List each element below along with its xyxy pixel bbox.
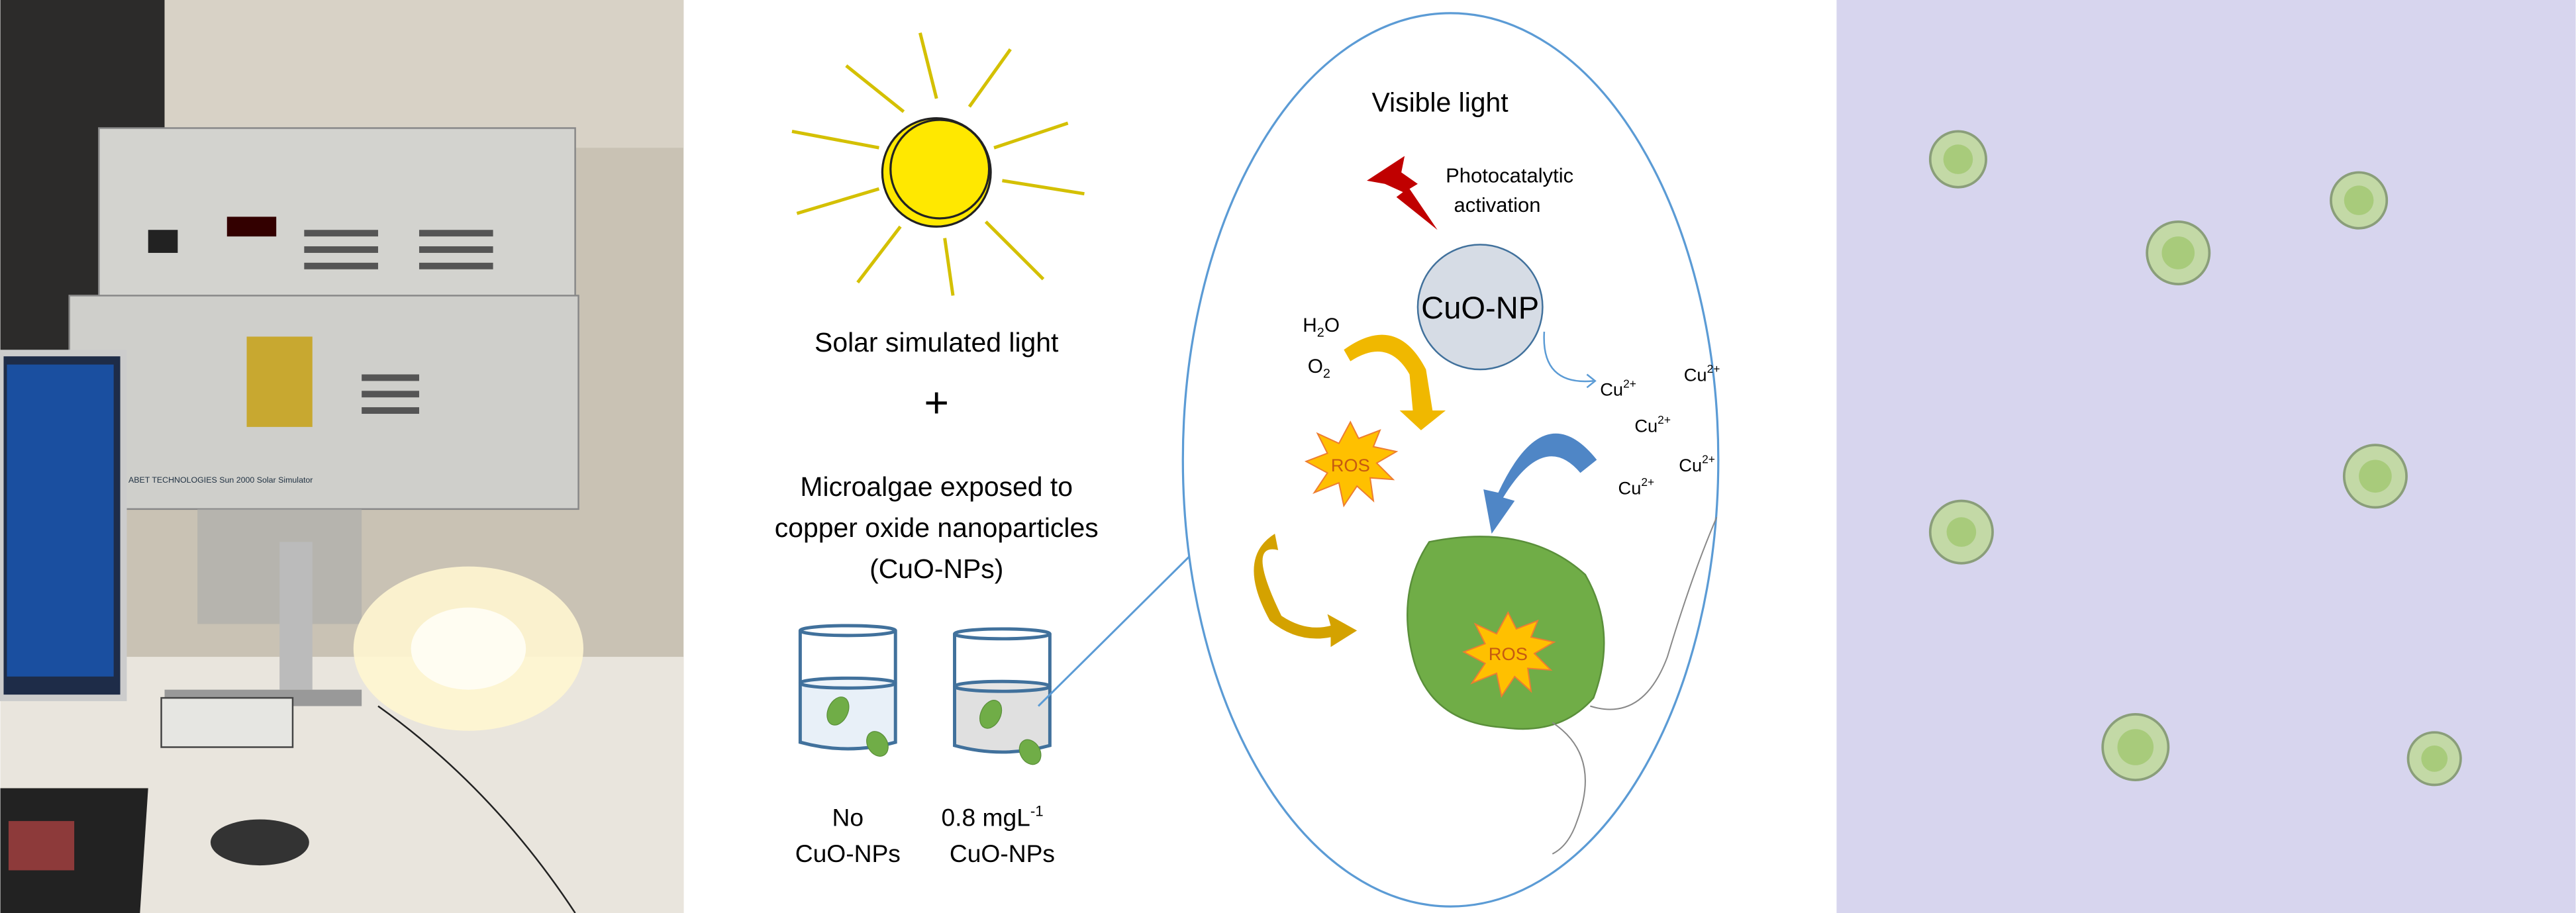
- h2o-label: H2O: [1303, 314, 1340, 340]
- ion-release-arrow-icon: [1543, 331, 1594, 383]
- beaker-dose-label-1: 0.8 mgL-1: [941, 803, 1043, 832]
- ros-burst-in-cell-icon: [1462, 610, 1556, 698]
- solar-simulator-photo: ABET TECHNOLOGIES Sun 2000 Solar Simulat…: [0, 0, 684, 913]
- exposure-text-line-1: Microalgae exposed to: [800, 471, 1073, 502]
- solar-light-label: Solar simulated light: [815, 327, 1059, 358]
- cuo-np-label: CuO-NP: [1421, 290, 1539, 325]
- cu-ion: Cu2+: [1618, 475, 1655, 498]
- beaker-cuo-np: [953, 627, 1052, 765]
- visible-light-title: Visible light: [1371, 87, 1509, 118]
- beaker-control-label-2: CuO-NPs: [795, 840, 901, 867]
- arrow-to-ros-icon: [1344, 334, 1446, 430]
- o2-label: O2: [1308, 356, 1330, 381]
- activation-line-1: Photocatalytic: [1446, 164, 1573, 187]
- copper-ions: Cu2+ Cu2+ Cu2+ Cu2+ Cu2+: [1600, 362, 1720, 499]
- cu-ion: Cu2+: [1684, 362, 1720, 385]
- ion-uptake-arrow-icon: [1483, 433, 1597, 534]
- ros-in-cell-label: ROS: [1489, 644, 1528, 664]
- cu-ion: Cu2+: [1679, 452, 1715, 475]
- sun-icon: [791, 32, 1085, 296]
- beaker-dose-label-2: CuO-NPs: [950, 840, 1055, 867]
- exposure-text-line-3: (CuO-NPs): [869, 553, 1003, 584]
- ros-burst-icon: [1304, 420, 1399, 508]
- ion-release-arrowhead-icon: [1586, 373, 1597, 389]
- zoom-ellipse: [1181, 12, 1720, 908]
- lightning-icon: [1367, 156, 1438, 230]
- flagellum: [1590, 516, 1718, 710]
- abet-logo: ABET TECHNOLOGIES Sun 2000 Solar Simulat…: [128, 475, 313, 485]
- flagellum: [1552, 722, 1586, 855]
- exposure-text-line-2: copper oxide nanoparticles: [775, 512, 1099, 543]
- cu-ion: Cu2+: [1634, 413, 1671, 436]
- beaker-control-label-1: No: [832, 804, 864, 832]
- arrow-to-cell-icon: [1254, 534, 1358, 648]
- cu-ion: Cu2+: [1600, 377, 1636, 399]
- plus-sign: +: [924, 379, 949, 426]
- beaker-control: [798, 624, 897, 757]
- cuo-nanoparticle: [1416, 244, 1544, 371]
- ros-label: ROS: [1331, 455, 1370, 475]
- activation-line-2: activation: [1454, 193, 1541, 216]
- microalgae-micrograph: [1836, 0, 2576, 913]
